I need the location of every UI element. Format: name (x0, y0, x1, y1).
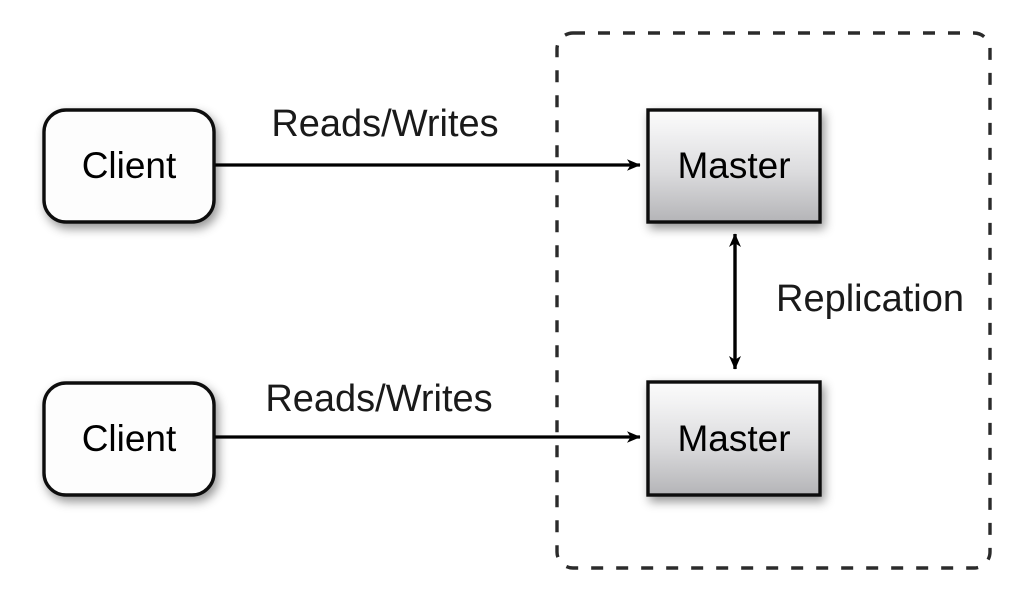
master-bottom-label: Master (677, 418, 790, 459)
master-top-label: Master (677, 145, 790, 186)
node-client-bottom[interactable]: Client (42, 381, 216, 497)
node-master-top[interactable]: Master (646, 108, 822, 224)
edge-label-replication: Replication (776, 278, 964, 320)
replication-cluster-boundary (555, 31, 992, 570)
node-master-bottom[interactable]: Master (646, 380, 822, 497)
client-top-label: Client (82, 145, 177, 186)
master-bottom-box[interactable] (646, 380, 822, 497)
client-bottom-box[interactable] (42, 381, 216, 497)
edge-label-reads-writes-top: Reads/Writes (271, 103, 498, 145)
master-top-box[interactable] (646, 108, 822, 224)
client-top-box[interactable] (42, 108, 216, 224)
edge-label-reads-writes-bottom: Reads/Writes (265, 378, 492, 420)
node-client-top[interactable]: Client (42, 108, 216, 224)
client-bottom-label: Client (82, 418, 177, 459)
